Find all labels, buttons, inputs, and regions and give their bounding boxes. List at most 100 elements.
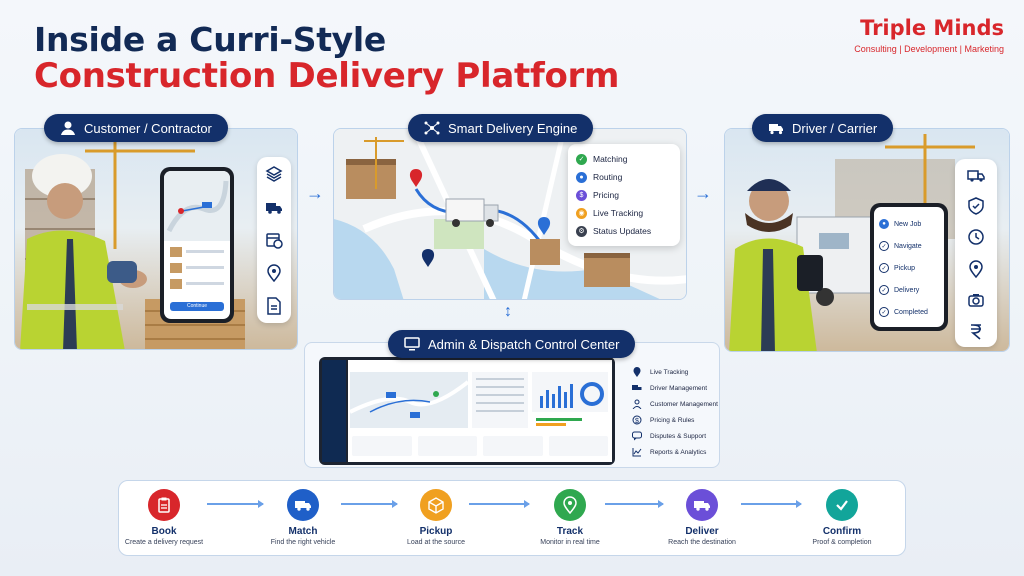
dashboard-progress bbox=[532, 416, 608, 430]
feature-routing: ●Routing bbox=[576, 168, 672, 186]
clipboard-icon bbox=[148, 489, 180, 521]
clock-icon bbox=[968, 229, 984, 246]
job-step-navigate[interactable]: ✓Navigate bbox=[874, 235, 944, 257]
shield-icon bbox=[968, 197, 984, 215]
location-pin-icon bbox=[267, 264, 281, 283]
dashboard-list bbox=[472, 372, 528, 428]
customer-icon-column bbox=[257, 157, 291, 323]
dashboard-chart bbox=[532, 372, 608, 412]
admin-dashboard-monitor bbox=[319, 357, 615, 465]
user-icon bbox=[632, 399, 642, 409]
customer-pill: Customer / Contractor bbox=[44, 114, 228, 142]
feature-live-tracking: ◉Live Tracking bbox=[576, 204, 672, 222]
admin-pill-label: Admin & Dispatch Control Center bbox=[428, 336, 620, 352]
step-arrow bbox=[469, 500, 530, 508]
admin-panel bbox=[304, 342, 720, 468]
route-icon: ● bbox=[576, 171, 587, 183]
job-step-pickup[interactable]: ✓Pickup bbox=[874, 257, 944, 279]
brand-tagline: Consulting | Development | Marketing bbox=[854, 44, 1004, 54]
feature-status-updates: ⚙Status Updates bbox=[576, 222, 672, 240]
arrow-engine-admin: ↕ bbox=[504, 303, 512, 320]
construction-site-photo bbox=[15, 129, 297, 349]
truck-icon bbox=[686, 489, 718, 521]
arrow-engine-to-driver: → bbox=[694, 183, 712, 203]
check-icon: ✓ bbox=[576, 153, 587, 165]
dollar-icon: $ bbox=[632, 415, 642, 425]
driver-pill: Driver / Carrier bbox=[752, 114, 894, 142]
dashboard-map bbox=[349, 372, 470, 428]
engine-pill: Smart Delivery Engine bbox=[408, 114, 594, 142]
gear-icon: ⚙ bbox=[576, 225, 587, 237]
rupee-icon bbox=[970, 324, 981, 340]
chat-icon bbox=[632, 431, 642, 441]
box-icon bbox=[420, 489, 452, 521]
phone-map bbox=[164, 171, 230, 241]
engine-feature-list: ✓Matching ●Routing $Pricing ◉Live Tracki… bbox=[568, 144, 680, 246]
driver-phone: ●New Job ✓Navigate ✓Pickup ✓Delivery ✓Co… bbox=[870, 203, 948, 331]
check-icon bbox=[826, 489, 858, 521]
step-arrow bbox=[341, 500, 398, 508]
admin-item-pricing-rules: $Pricing & Rules bbox=[632, 412, 742, 428]
admin-item-disputes-support: Disputes & Support bbox=[632, 428, 742, 444]
brand-logo: Triple Minds Consulting | Development | … bbox=[854, 16, 1004, 54]
user-icon bbox=[61, 121, 75, 135]
location-pin-icon bbox=[969, 259, 983, 278]
location-pin-icon bbox=[554, 489, 586, 521]
location-pin-icon bbox=[633, 367, 641, 377]
driver-icon-column bbox=[955, 159, 997, 347]
check-icon: ✓ bbox=[879, 241, 889, 251]
boxes-icon bbox=[265, 165, 283, 182]
admin-feature-list: Live Tracking Driver Management Customer… bbox=[632, 364, 742, 460]
tracking-icon: ◉ bbox=[576, 207, 587, 219]
customer-phone: Continue bbox=[160, 167, 234, 323]
svg-text:$: $ bbox=[635, 418, 639, 425]
customer-pill-label: Customer / Contractor bbox=[84, 120, 212, 136]
dollar-icon: $ bbox=[576, 189, 587, 201]
page-title-line1: Inside a Curri-Style bbox=[34, 20, 386, 59]
truck-icon bbox=[266, 202, 282, 214]
phone-continue-button[interactable]: Continue bbox=[170, 302, 224, 311]
dashboard-sidebar bbox=[322, 360, 346, 462]
phone-list bbox=[170, 247, 224, 295]
calendar-clock-icon bbox=[266, 233, 283, 249]
step-arrow bbox=[207, 500, 264, 508]
check-icon: ✓ bbox=[879, 285, 889, 295]
feature-pricing: $Pricing bbox=[576, 186, 672, 204]
driver-pill-label: Driver / Carrier bbox=[792, 120, 878, 136]
location-icon: ● bbox=[879, 219, 889, 229]
dashboard-content bbox=[348, 360, 612, 462]
admin-item-reports-analytics: Reports & Analytics bbox=[632, 444, 742, 460]
truck-icon bbox=[967, 169, 985, 182]
job-step-completed[interactable]: ✓Completed bbox=[874, 301, 944, 323]
dashboard-cards bbox=[352, 436, 608, 456]
truck-icon bbox=[769, 124, 783, 135]
admin-item-customer-management: Customer Management bbox=[632, 396, 742, 412]
document-icon bbox=[267, 297, 281, 316]
job-step-delivery[interactable]: ✓Delivery bbox=[874, 279, 944, 301]
arrow-customer-to-engine: → bbox=[306, 183, 324, 203]
truck-icon bbox=[632, 385, 642, 390]
admin-item-driver-management: Driver Management bbox=[632, 380, 742, 396]
truck-icon bbox=[287, 489, 319, 521]
check-icon: ✓ bbox=[879, 307, 889, 317]
check-icon: ✓ bbox=[879, 263, 889, 273]
page-title-line2: Construction Delivery Platform bbox=[34, 56, 620, 96]
job-step-new-job[interactable]: ●New Job bbox=[874, 213, 944, 235]
engine-pill-label: Smart Delivery Engine bbox=[448, 120, 578, 136]
feature-matching: ✓Matching bbox=[576, 150, 672, 168]
step-arrow bbox=[605, 500, 664, 508]
chart-icon bbox=[632, 448, 642, 457]
camera-icon bbox=[968, 293, 984, 307]
customer-panel: Continue bbox=[14, 128, 298, 350]
step-arrow bbox=[741, 500, 802, 508]
brand-name: Triple Minds bbox=[860, 16, 1004, 40]
network-icon bbox=[424, 121, 440, 135]
monitor-icon bbox=[404, 337, 420, 351]
